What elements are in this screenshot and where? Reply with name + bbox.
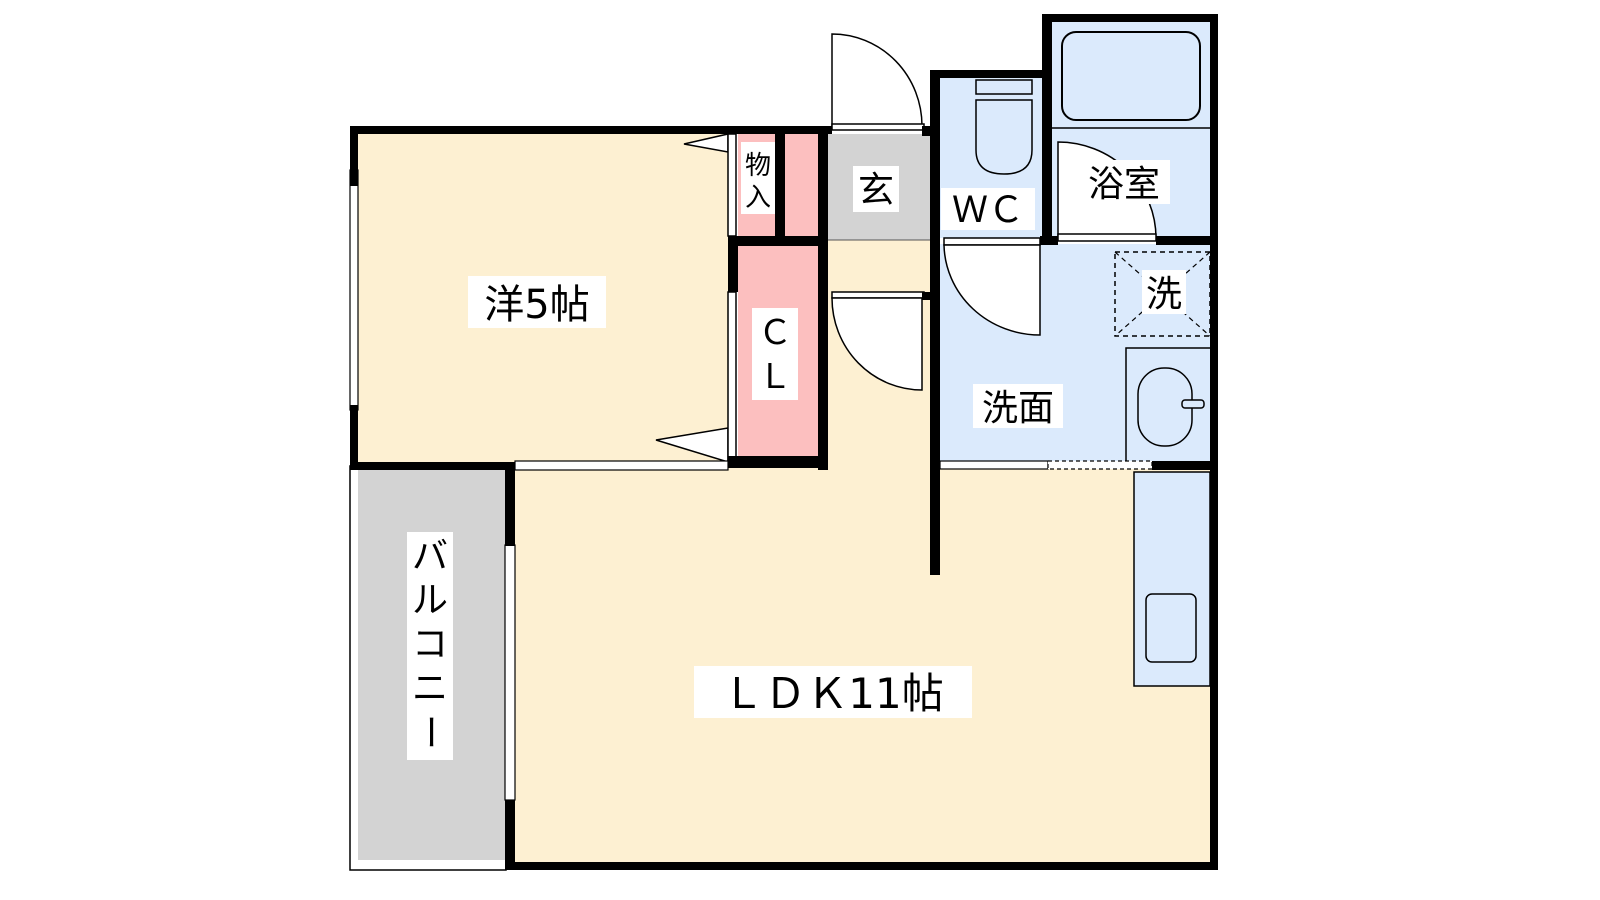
vanity-faucet: [1181, 399, 1205, 409]
balcony-label-3: コ: [412, 624, 448, 665]
washroom-label: 洗面: [982, 388, 1054, 429]
bathtub: [1061, 31, 1201, 121]
bath-label: 浴室: [1088, 164, 1160, 205]
label-closet: Ｃ Ｌ: [752, 308, 798, 400]
entrance-label: 玄: [858, 170, 894, 211]
label-bath: 浴室: [1078, 160, 1170, 205]
storage-floor-b: [784, 134, 820, 236]
wc-label: ＷＣ: [952, 190, 1024, 231]
label-storage: 物 入: [741, 142, 775, 214]
label-balcony: バ ル コ ニ ー: [407, 532, 453, 760]
toilet: [975, 79, 1033, 175]
label-wc: ＷＣ: [941, 188, 1035, 231]
front-door[interactable]: [831, 33, 925, 131]
balcony-label-2: ル: [412, 580, 448, 621]
label-ldk: ＬＤＫ11帖: [694, 666, 972, 718]
closet-label-2: Ｌ: [758, 357, 792, 397]
balcony-label-5: ー: [409, 714, 450, 750]
label-washroom: 洗面: [973, 384, 1063, 429]
label-entrance: 玄: [853, 166, 899, 212]
label-washer: 洗: [1142, 270, 1186, 315]
kitchen-sink: [1145, 593, 1197, 663]
storage-label-2: 入: [745, 183, 771, 213]
balcony-label-4: ニ: [412, 668, 448, 709]
corridor-door[interactable]: [831, 291, 925, 391]
walls: [350, 14, 1218, 870]
storage-label-1: 物: [745, 151, 771, 181]
balcony-label-1: バ: [412, 536, 448, 577]
label-western: 洋5帖: [468, 276, 606, 328]
closet-label-1: Ｃ: [758, 313, 792, 353]
washer-label: 洗: [1146, 274, 1182, 315]
ldk-label: ＬＤＫ11帖: [722, 669, 943, 718]
western-room-label: 洋5帖: [484, 282, 589, 328]
